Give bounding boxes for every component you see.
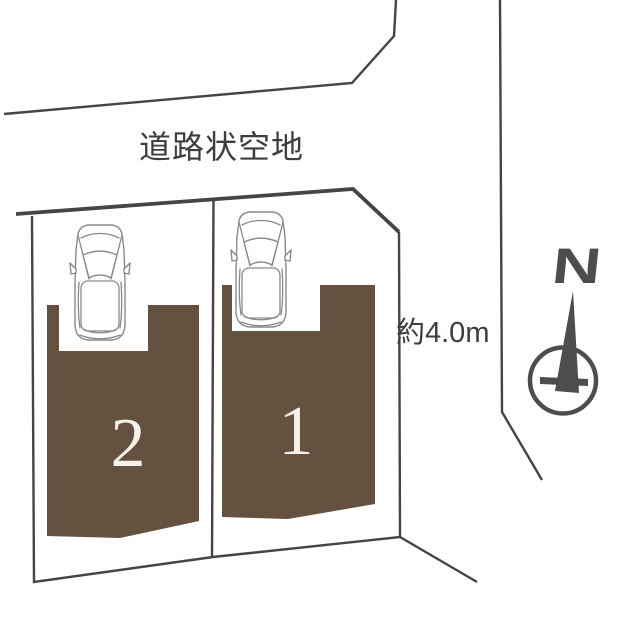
compass-needle xyxy=(555,291,579,393)
lot-1-number: 1 xyxy=(279,393,314,470)
car-icon xyxy=(230,211,292,328)
compass-n-label: N xyxy=(549,238,604,294)
car-icon xyxy=(69,224,131,341)
road-width-label: 約4.0m xyxy=(396,316,489,349)
road-right-edge-line xyxy=(498,0,544,481)
compass-north-icon: N xyxy=(527,238,604,416)
building-footprint-lot1 xyxy=(222,285,375,519)
road-upper-edge-line xyxy=(3,0,398,116)
road-area-label: 道路状空地 xyxy=(139,129,304,165)
lot-2-number: 2 xyxy=(111,405,146,482)
parcel-front-edge-line xyxy=(15,187,401,234)
lot-divider-line xyxy=(210,197,215,559)
parcel-corner-extension-line xyxy=(399,535,478,584)
building-footprint-lot2 xyxy=(47,305,199,538)
